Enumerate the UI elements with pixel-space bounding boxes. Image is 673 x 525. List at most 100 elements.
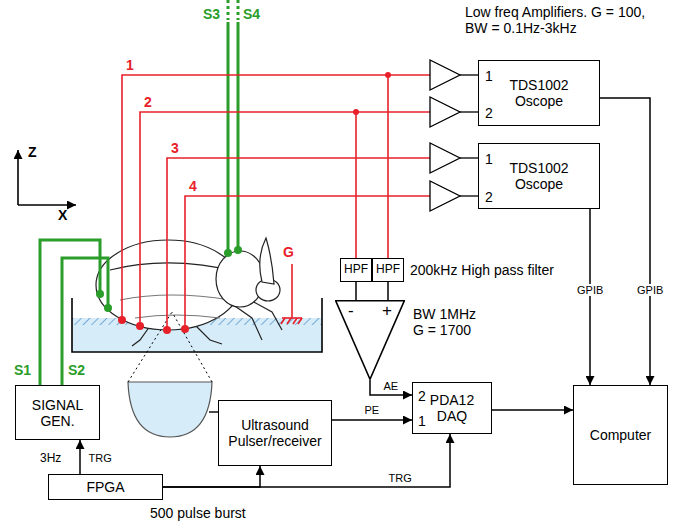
electrode-dot: [353, 109, 359, 115]
amplifier-symbol: [460, 74, 478, 75]
beetle: [250, 300, 282, 330]
pulser-box: Ultrasound Pulser/receiver: [218, 400, 332, 466]
daq-box: 2PDA12 DAQ1: [412, 382, 492, 434]
axes: [18, 204, 76, 206]
filter-note: 200kHz High pass filter: [410, 262, 554, 278]
tank: [72, 298, 322, 352]
electrode-dot: [234, 246, 242, 254]
node-label: FPGA: [53, 479, 158, 495]
beetle: [120, 295, 230, 300]
beetle: [260, 238, 274, 284]
transducer: [128, 382, 212, 437]
signal-connector: [492, 409, 573, 411]
amplifier-symbol: [460, 195, 478, 196]
signal-connector: [387, 282, 389, 300]
node-label: Ultrasound Pulser/receiver: [225, 417, 325, 449]
axis-label: Z: [28, 144, 37, 160]
signal-name: S4: [243, 6, 260, 22]
stimulus-wire: [237, 0, 240, 20]
triangle-outline: [336, 301, 405, 379]
stimulus-wire: [237, 22, 240, 250]
burst-note: 500 pulse burst: [150, 505, 246, 521]
signal-connector: [332, 419, 412, 421]
node-label: TDS1002 Oscope: [499, 77, 579, 109]
ground-symbol: [293, 318, 297, 324]
electrode-dot: [181, 325, 189, 333]
computer-box: Computer: [573, 385, 668, 485]
input-number: +: [382, 301, 392, 321]
electrode-dot: [224, 249, 232, 257]
connector-label: TRG: [388, 472, 413, 484]
input-number: 1: [418, 413, 426, 429]
recording-wire: [122, 75, 430, 330]
beetle: [135, 315, 220, 318]
amplifier-symbol: [430, 97, 460, 127]
transducer: [209, 411, 218, 412]
recording-wire: [355, 112, 357, 258]
amplifier-symbol: [430, 181, 460, 211]
ground-label: G: [283, 244, 294, 260]
recording-wire: [387, 75, 389, 258]
input-number: 2: [485, 189, 493, 205]
amplifier-symbol: [430, 143, 460, 173]
amplifier-symbol: [430, 60, 460, 90]
stimulus-wire: [40, 0, 238, 385]
electrode-dot: [385, 72, 391, 78]
oscilloscope-box: 1TDS1002 Oscope 2: [478, 60, 600, 126]
input-number: 1: [485, 68, 493, 84]
input-number: 1: [485, 151, 493, 167]
ground-symbol: [298, 318, 302, 324]
electrode-dot: [96, 246, 242, 312]
connector-label: AE: [383, 380, 400, 392]
signal-connector: [600, 98, 650, 385]
recording-wire: [140, 112, 430, 326]
amplifier-note: Low freq Amplifiers. G = 100, BW = 0.1Hz…: [465, 4, 663, 36]
node-label: HPF: [343, 263, 369, 277]
connector-label: GPIB: [576, 284, 604, 296]
tank: [72, 298, 322, 352]
ground-symbol: [287, 318, 291, 324]
channel-number: 1: [126, 57, 134, 73]
electrode-dot: [136, 322, 144, 330]
triangle-outline: [335, 300, 405, 380]
fpga-box: FPGA: [48, 474, 163, 500]
ground-symbol: [291, 264, 293, 318]
signal-connector: [163, 466, 260, 487]
frequency-note: 3Hz: [40, 452, 61, 466]
input-number: -: [348, 301, 354, 321]
electrode-dot: [163, 326, 171, 334]
filter-box: HPF: [372, 258, 404, 282]
signal-connector: [589, 209, 591, 385]
axes: [18, 150, 76, 205]
beetle: [196, 326, 222, 344]
signal-connector: [370, 380, 412, 395]
connector-label: PE: [364, 404, 381, 416]
signal-name: S1: [14, 362, 31, 378]
amplifier-symbol: [430, 60, 478, 211]
generator-box: SIGNAL GEN.: [15, 385, 100, 440]
stimulus-wire: [227, 22, 230, 253]
transducer: [128, 312, 172, 382]
electrode-dot: [96, 290, 104, 298]
filter-box: HPF: [340, 258, 372, 282]
beetle: [96, 238, 282, 346]
connector-label: GPIB: [636, 284, 664, 296]
transducer: [172, 312, 212, 382]
recording-wire: [167, 158, 430, 330]
input-number: 2: [418, 388, 426, 404]
input-number: 2: [485, 105, 493, 121]
node-label: TDS1002 Oscope: [499, 160, 579, 192]
electrode-dot: [104, 304, 112, 312]
stimulus-wire: [227, 0, 230, 20]
amplifier-note: BW 1MHz G = 1700: [413, 306, 485, 338]
electrode-dot: [118, 316, 126, 324]
axes: [17, 150, 19, 205]
amplifier-symbol: [460, 111, 478, 112]
channel-number: 3: [171, 140, 179, 156]
channel-number: 4: [189, 178, 197, 194]
beetle: [216, 251, 264, 307]
axis-label: X: [58, 207, 67, 223]
channel-number: 2: [144, 94, 152, 110]
connector-label: TRG: [88, 452, 113, 464]
oscilloscope-box: 1TDS1002 Oscope 2: [478, 143, 600, 209]
